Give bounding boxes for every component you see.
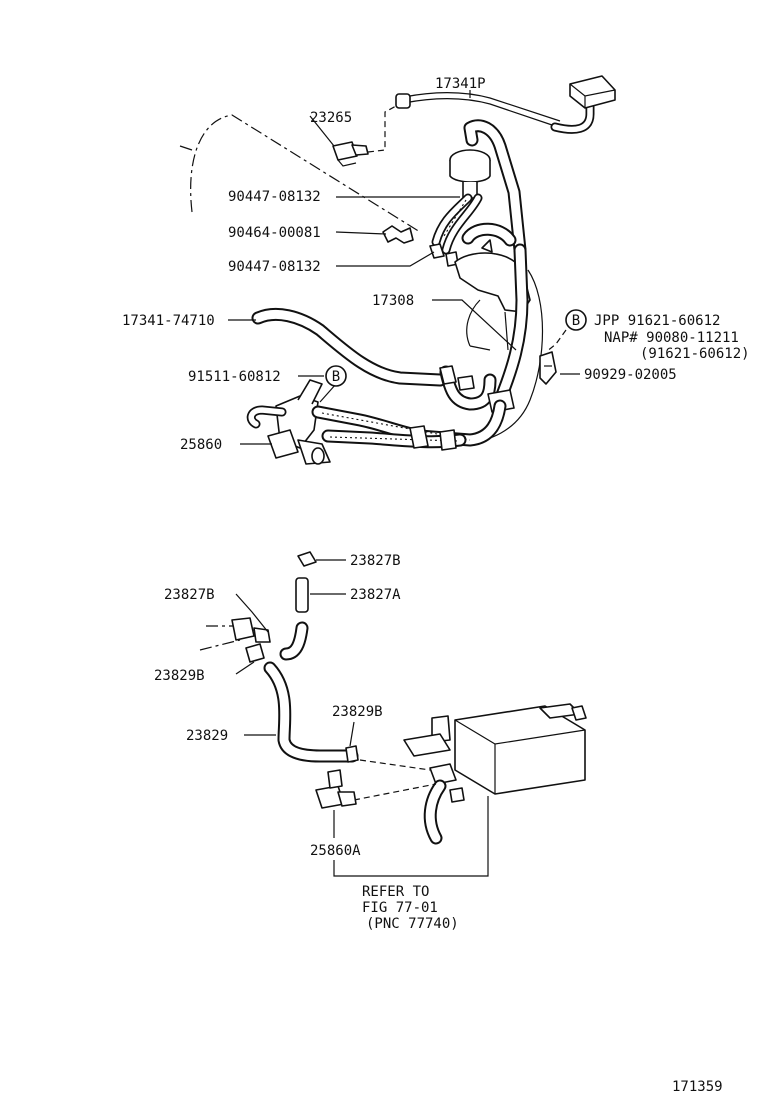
leader-lines-upper <box>228 90 580 445</box>
label-nap: NAP# 90080-11211 <box>604 330 739 346</box>
upper-assembly: B B <box>179 75 616 465</box>
label-23829b-mid: 23829B <box>332 704 383 720</box>
label-90447-a: 90447-08132 <box>228 189 321 205</box>
bracket-90929 <box>539 329 567 385</box>
vsv-25860a <box>315 769 357 809</box>
callout-b-lower: B <box>325 365 347 387</box>
clip-23827b-top <box>297 551 346 567</box>
engine-stub <box>199 617 271 663</box>
label-17341p: 17341P <box>435 76 486 92</box>
hose-23827a <box>295 577 346 613</box>
label-23829b-left: 23829B <box>154 668 205 684</box>
hose-17341p <box>395 75 616 134</box>
hose-upper-lower <box>279 621 309 661</box>
sensor-23265 <box>332 105 397 167</box>
label-25860: 25860 <box>180 437 222 453</box>
charcoal-canister <box>403 703 587 845</box>
curved-tube <box>461 222 517 253</box>
hose-clamps <box>382 193 483 267</box>
hose-17341-74710 <box>251 307 497 411</box>
label-alt-part: (91621-60612) <box>640 346 750 362</box>
callout-b-upper-text: B <box>572 313 580 329</box>
label-23829: 23829 <box>186 728 228 744</box>
label-jpp: JPP 91621-60612 <box>594 313 720 329</box>
hose-23829 <box>263 661 359 763</box>
leader-lines-lower <box>235 593 489 877</box>
dashed-connections <box>353 759 437 801</box>
callout-b-lower-text: B <box>332 369 340 385</box>
label-17308: 17308 <box>372 293 414 309</box>
label-90929: 90929-02005 <box>584 367 677 383</box>
label-23827b-top: 23827B <box>350 553 401 569</box>
callout-b-upper: B <box>565 309 587 331</box>
label-23265: 23265 <box>310 110 352 126</box>
label-23827b-left: 23827B <box>164 587 215 603</box>
label-25860a: 25860A <box>310 843 361 859</box>
vacuum-valve <box>449 119 527 257</box>
label-refer-line3: (PNC 77740) <box>366 916 459 932</box>
lower-assembly <box>199 551 587 877</box>
label-91511: 91511-60812 <box>188 369 281 385</box>
label-23827a: 23827A <box>350 587 401 603</box>
label-refer-line2: FIG 77-01 <box>362 900 438 916</box>
label-90464: 90464-00081 <box>228 225 321 241</box>
label-90447-b: 90447-08132 <box>228 259 321 275</box>
figure-number: 171359 <box>672 1079 723 1095</box>
clip-23829b-mid <box>345 745 359 763</box>
label-17341-74710: 17341-74710 <box>122 313 215 329</box>
vsv-25860 <box>246 379 507 465</box>
label-refer-line1: REFER TO <box>362 884 429 900</box>
